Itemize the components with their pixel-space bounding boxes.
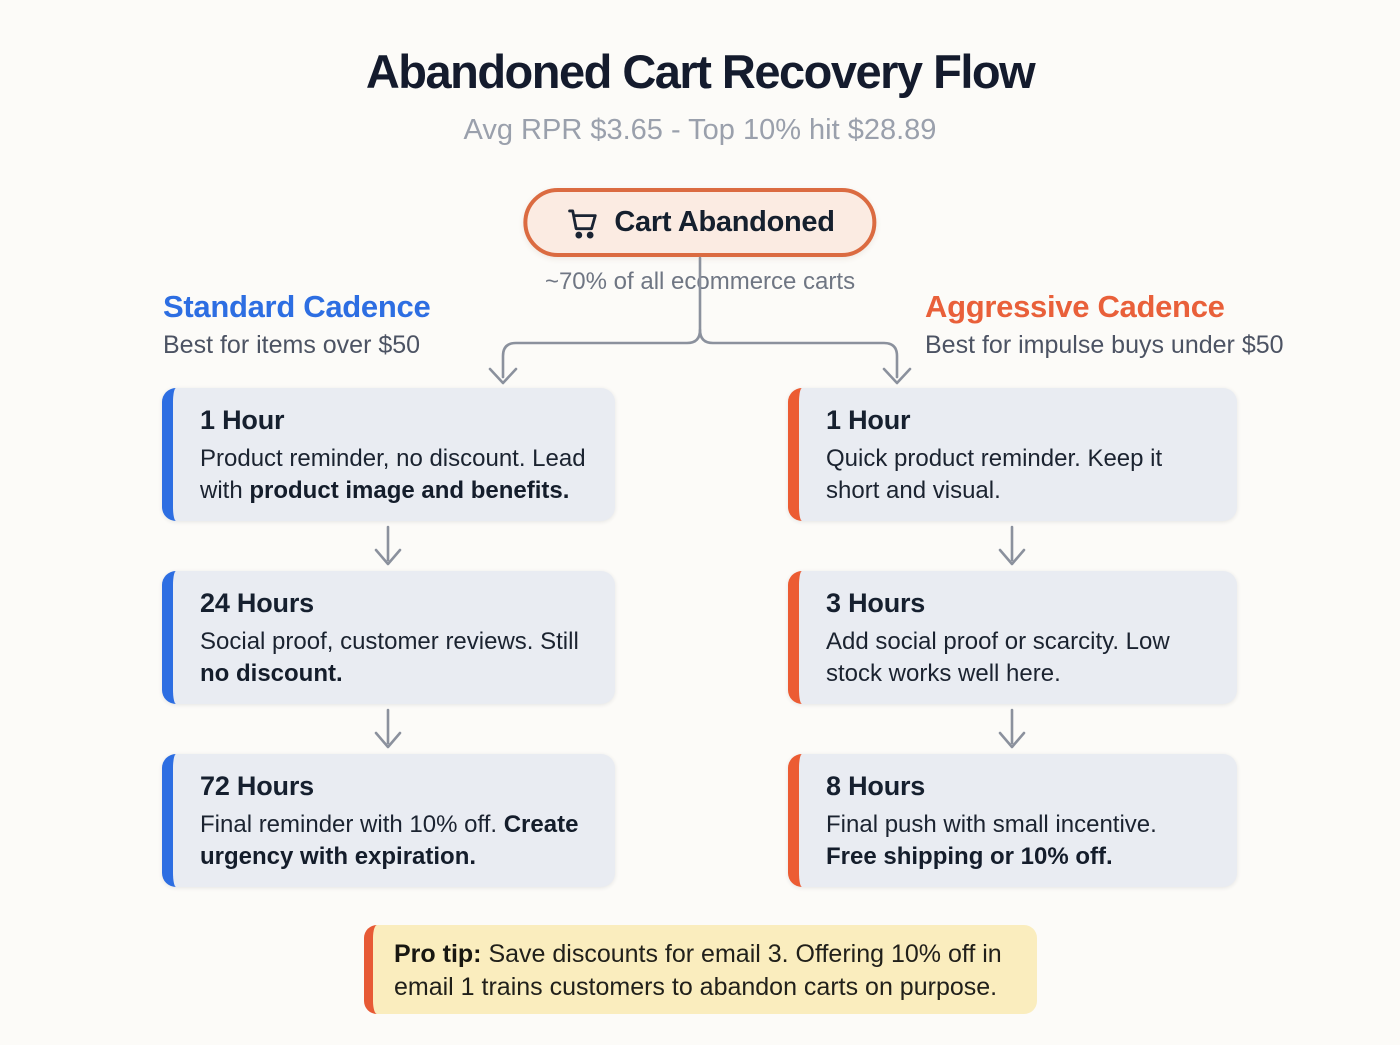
- card-body: Social proof, customer reviews. Still no…: [200, 628, 579, 687]
- card-title: 3 Hours: [826, 588, 926, 618]
- aggressive-cadence-title: Aggressive Cadence: [925, 289, 1225, 324]
- arrow-left-1: [374, 525, 402, 566]
- card-title: 24 Hours: [200, 588, 314, 618]
- aggressive-card-3-hours: 3 Hours Add social proof or scarcity. Lo…: [788, 571, 1237, 704]
- arrow-left-2: [374, 708, 402, 749]
- shopping-cart-icon: [568, 209, 597, 238]
- pro-tip-text: Save discounts for email 3. Offering 10%…: [394, 940, 1002, 1001]
- standard-cadence-header: Standard Cadence Best for items over $50: [163, 289, 431, 360]
- card-title: 8 Hours: [826, 771, 926, 801]
- page-title: Abandoned Cart Recovery Flow: [365, 45, 1036, 98]
- card-body: Quick product reminder. Keep it short an…: [826, 445, 1163, 504]
- aggressive-cadence-description: Best for impulse buys under $50: [925, 331, 1284, 359]
- pro-tip-label: Pro tip:: [394, 940, 482, 968]
- card-body: Add social proof or scarcity. Low stock …: [826, 628, 1170, 687]
- arrow-right-2: [998, 708, 1026, 749]
- branch-arrowhead-left: [488, 367, 518, 385]
- standard-card-1-hour: 1 Hour Product reminder, no discount. Le…: [162, 388, 615, 521]
- pro-tip-callout: Pro tip: Save discounts for email 3. Off…: [364, 925, 1037, 1014]
- card-title: 1 Hour: [826, 405, 911, 435]
- card-body: Product reminder, no discount. Lead with…: [200, 445, 586, 504]
- card-body: Final push with small incentive. Free sh…: [826, 811, 1157, 870]
- arrow-right-1: [998, 525, 1026, 566]
- standard-cadence-title: Standard Cadence: [163, 289, 431, 324]
- branch-arrowhead-right: [882, 367, 912, 385]
- card-body: Final reminder with 10% off. Create urge…: [200, 811, 579, 870]
- card-title: 72 Hours: [200, 771, 314, 801]
- page-subtitle: Avg RPR $3.65 - Top 10% hit $28.89: [463, 114, 937, 146]
- standard-cadence-description: Best for items over $50: [163, 331, 421, 359]
- standard-card-24-hours: 24 Hours Social proof, customer reviews.…: [162, 571, 615, 704]
- aggressive-card-1-hour: 1 Hour Quick product reminder. Keep it s…: [788, 388, 1237, 521]
- cart-abandoned-node: Cart Abandoned: [523, 188, 877, 257]
- aggressive-card-8-hours: 8 Hours Final push with small incentive.…: [788, 754, 1237, 887]
- card-title: 1 Hour: [200, 405, 285, 435]
- cart-abandoned-label: Cart Abandoned: [614, 206, 835, 238]
- aggressive-cadence-header: Aggressive Cadence Best for impulse buys…: [925, 289, 1284, 360]
- standard-card-72-hours: 72 Hours Final reminder with 10% off. Cr…: [162, 754, 615, 887]
